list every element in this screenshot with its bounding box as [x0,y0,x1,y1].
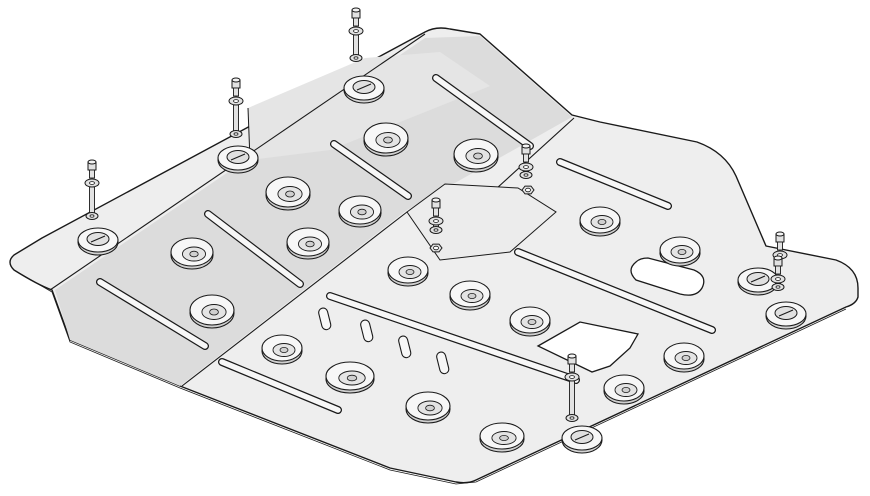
stamped-boss [363,122,409,157]
washer-icon [228,96,244,106]
vent-slot [436,351,450,375]
washer-icon [519,171,533,179]
washer-icon [428,216,444,226]
hex-nut-icon [521,185,535,195]
vent-slot [398,335,412,359]
stamped-boss [479,422,525,453]
stamped-boss [170,237,214,270]
bolt-icon [521,143,531,163]
panel-middle-light [248,52,490,160]
stamped-bosses [170,122,705,453]
cutouts [536,257,705,373]
rib [330,140,412,200]
slotted-mount-icon [765,301,807,330]
stamped-boss [286,227,330,260]
stamped-boss [338,195,382,228]
stamped-boss [603,374,645,405]
plate-thickness-edge [13,269,847,485]
rib [556,158,672,210]
slotted-mount-icon [217,145,259,174]
washer-icon [348,26,364,36]
washer-icon [518,162,534,172]
rib [432,74,534,150]
washer-icon [85,212,99,220]
bolt-icon [775,231,785,251]
washer-icon [84,178,100,188]
slotted-mount-points [77,75,807,454]
washer-icon [771,283,785,291]
fastener-stack [772,231,788,260]
stamped-boss [509,306,551,337]
stamped-boss [449,280,491,311]
bolt-icon [567,353,577,373]
rib [326,292,580,384]
stamped-boss [189,294,235,329]
fastener-stack [348,7,364,62]
washer-icon [564,372,580,382]
center-window-outline [406,183,557,261]
fastener-stack [84,159,100,220]
washer-icon [770,274,786,284]
rib [514,248,716,334]
stamped-boss [659,236,701,267]
skid-plate [9,27,859,485]
bolt-icon [87,159,97,179]
stamped-boss [265,176,311,211]
bolt-icon [231,77,241,97]
washer-icon [565,414,579,422]
slotted-mount-icon [737,267,779,296]
fastener-stack [518,143,534,179]
washer-icon [429,226,443,234]
slotted-mount-icon [561,425,603,454]
fastener-stack [564,353,580,422]
vent-slots [318,307,450,375]
bolt-icon [351,7,361,27]
slotted-mount-icon [343,75,385,104]
stamped-boss [261,334,303,365]
panel-left-shaded [55,36,572,386]
slotted-mount-icon [77,227,119,256]
hex-nut-icon [429,243,443,253]
vent-slot [318,307,332,331]
stamped-boss [387,256,429,287]
stamped-boss [453,138,499,173]
bolt-icon [431,197,441,217]
stamped-boss [579,206,621,237]
rib [96,278,209,350]
stamped-boss [663,342,705,373]
stiffening-ribs [96,74,716,414]
stamped-boss [405,391,451,424]
cutout-square [536,321,640,373]
washer-icon [349,54,363,62]
rib [204,210,304,288]
stamped-boss [325,361,375,394]
bolt-icon [773,255,783,275]
rib [218,358,342,414]
vent-slot [360,319,374,343]
cutout-oval [630,257,705,296]
fastener-stacks [84,7,788,422]
fastener-stack [428,197,444,234]
washer-icon [229,130,243,138]
hex-nuts [429,185,535,253]
fastener-stack [770,255,786,291]
fastener-stack [228,77,244,138]
